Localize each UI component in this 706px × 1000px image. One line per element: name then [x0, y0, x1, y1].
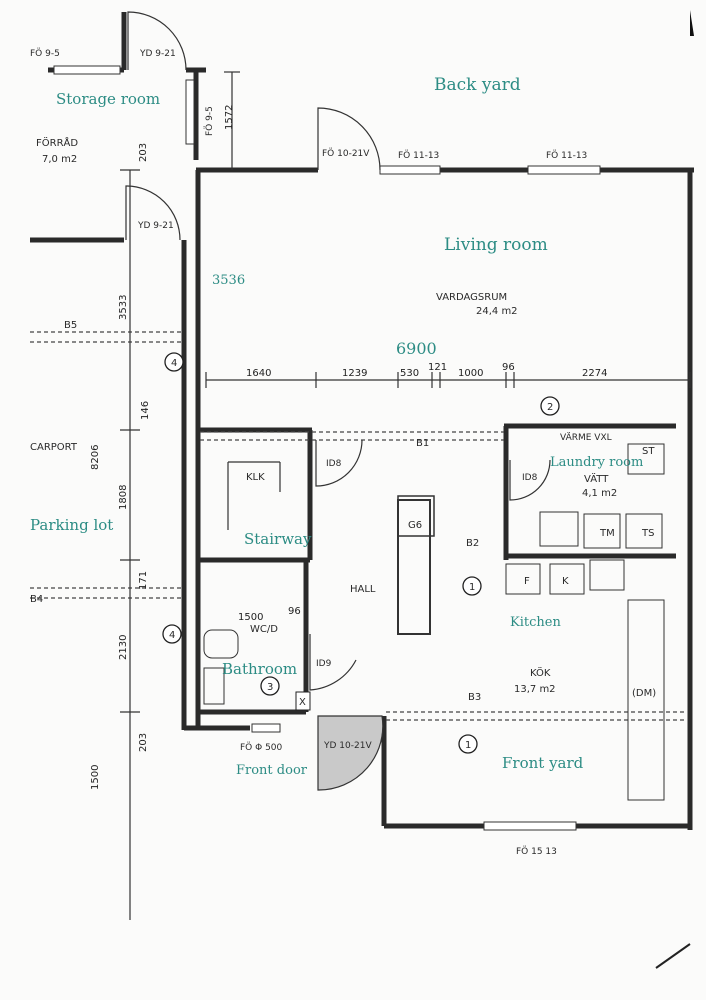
- label-bathroom: Bathroom: [222, 660, 297, 678]
- dim-1239: 1239: [342, 368, 367, 379]
- dim-8206: 8206: [90, 445, 101, 470]
- label-hall: HALL: [350, 584, 376, 595]
- label-kok: KÖK: [530, 666, 551, 679]
- label-vatt: VÄTT: [584, 472, 609, 485]
- label-id8-top: ID8: [326, 459, 342, 469]
- label-id8-laundry: ID8: [522, 473, 538, 483]
- dim-203-b: 203: [138, 733, 149, 752]
- dim-146: 146: [140, 401, 151, 420]
- dim-171: 171: [138, 571, 149, 590]
- label-wc: WC/D: [250, 624, 278, 635]
- fixtures: [203, 443, 665, 801]
- label-carport: CARPORT: [30, 442, 78, 453]
- label-front-door: Front door: [236, 763, 308, 778]
- dim-96-a: 96: [502, 362, 515, 373]
- marker-4-b: 4: [162, 624, 182, 644]
- walls: [30, 12, 694, 830]
- label-yd92-top: YD 9-21: [139, 49, 176, 59]
- label-fo1021v: FÖ 10-21V: [322, 148, 370, 159]
- doors: [125, 11, 551, 791]
- label-b4: B4: [30, 594, 43, 605]
- label-parking-lot: Parking lot: [30, 516, 113, 534]
- dim-1572: 1572: [224, 105, 235, 130]
- label-fo500: FÖ Φ 500: [240, 742, 283, 753]
- svg-text:4: 4: [171, 358, 177, 369]
- label-vatt-area: 4,1 m2: [582, 488, 617, 499]
- label-varmevxl: VÄRME VXL: [560, 432, 612, 443]
- dim-96-b: 96: [288, 606, 301, 617]
- label-vardagsrum-area: 24,4 m2: [476, 306, 518, 317]
- dimension-lines: [120, 71, 691, 920]
- label-dim-6900: 6900: [396, 339, 437, 358]
- marker-1-b: 1: [458, 734, 478, 754]
- label-g6: G6: [408, 520, 422, 531]
- label-id9: ID9: [316, 659, 332, 669]
- label-forrad: FÖRRÅD: [36, 136, 78, 149]
- edge-mark-top: [690, 10, 694, 36]
- label-ts: TS: [641, 528, 654, 539]
- label-living-room: Living room: [444, 235, 548, 255]
- label-yd921: YD 9-21: [137, 221, 174, 231]
- svg-text:2: 2: [547, 402, 553, 413]
- label-kok-area: 13,7 m2: [514, 684, 556, 695]
- edge-mark-bottom: [655, 943, 691, 969]
- label-dm: (DM): [632, 688, 656, 699]
- label-klk: KLK: [246, 472, 265, 483]
- label-vardagsrum: VARDAGSRUM: [436, 292, 507, 303]
- marker-x: X: [299, 697, 306, 708]
- dim-3533: 3533: [118, 295, 129, 320]
- label-fo1113-b: FÖ 11-13: [546, 150, 587, 161]
- label-back-yard: Back yard: [434, 75, 521, 95]
- svg-text:3: 3: [267, 682, 273, 693]
- label-b3: B3: [468, 692, 481, 703]
- label-storage-room: Storage room: [56, 90, 160, 108]
- dim-121: 121: [428, 362, 447, 373]
- svg-text:4: 4: [169, 630, 175, 641]
- dim-1500-v: 1500: [90, 765, 101, 790]
- label-fo95-top: FÖ 9-5: [30, 48, 60, 59]
- label-st: ST: [642, 446, 655, 457]
- label-k: K: [562, 576, 569, 587]
- dim-1500-h: 1500: [238, 612, 263, 623]
- dim-1808: 1808: [118, 485, 129, 510]
- label-dim-3536: 3536: [212, 273, 245, 288]
- label-b1: B1: [416, 438, 429, 449]
- dim-530: 530: [400, 368, 419, 379]
- label-laundry-room: Laundry room: [550, 455, 643, 470]
- label-f: F: [524, 576, 530, 587]
- dim-1000: 1000: [458, 368, 483, 379]
- marker-4-a: 4: [164, 352, 184, 372]
- label-kitchen: Kitchen: [510, 615, 561, 630]
- marker-3: 3: [260, 676, 280, 696]
- label-fo1113-a: FÖ 11-13: [398, 150, 439, 161]
- marker-2: 2: [540, 396, 560, 416]
- label-fo95-vert: FÖ 9-5: [204, 106, 215, 136]
- beam-lines: [30, 331, 686, 721]
- label-b2: B2: [466, 538, 479, 549]
- dim-2274: 2274: [582, 368, 607, 379]
- svg-text:1: 1: [469, 582, 475, 593]
- label-yd1021v: YD 10-21V: [323, 741, 372, 751]
- dim-2130: 2130: [118, 635, 129, 660]
- dim-203-a: 203: [138, 143, 149, 162]
- dim-1640: 1640: [246, 368, 271, 379]
- label-stairway: Stairway: [244, 530, 312, 548]
- windows: [53, 65, 601, 831]
- label-fo1513: FÖ 15 13: [516, 846, 557, 857]
- marker-1-a: 1: [462, 576, 482, 596]
- label-tm: TM: [599, 528, 615, 539]
- label-forrad-area: 7,0 m2: [42, 154, 77, 165]
- label-b5: B5: [64, 320, 77, 331]
- label-front-yard: Front yard: [502, 754, 584, 772]
- svg-text:1: 1: [465, 740, 471, 751]
